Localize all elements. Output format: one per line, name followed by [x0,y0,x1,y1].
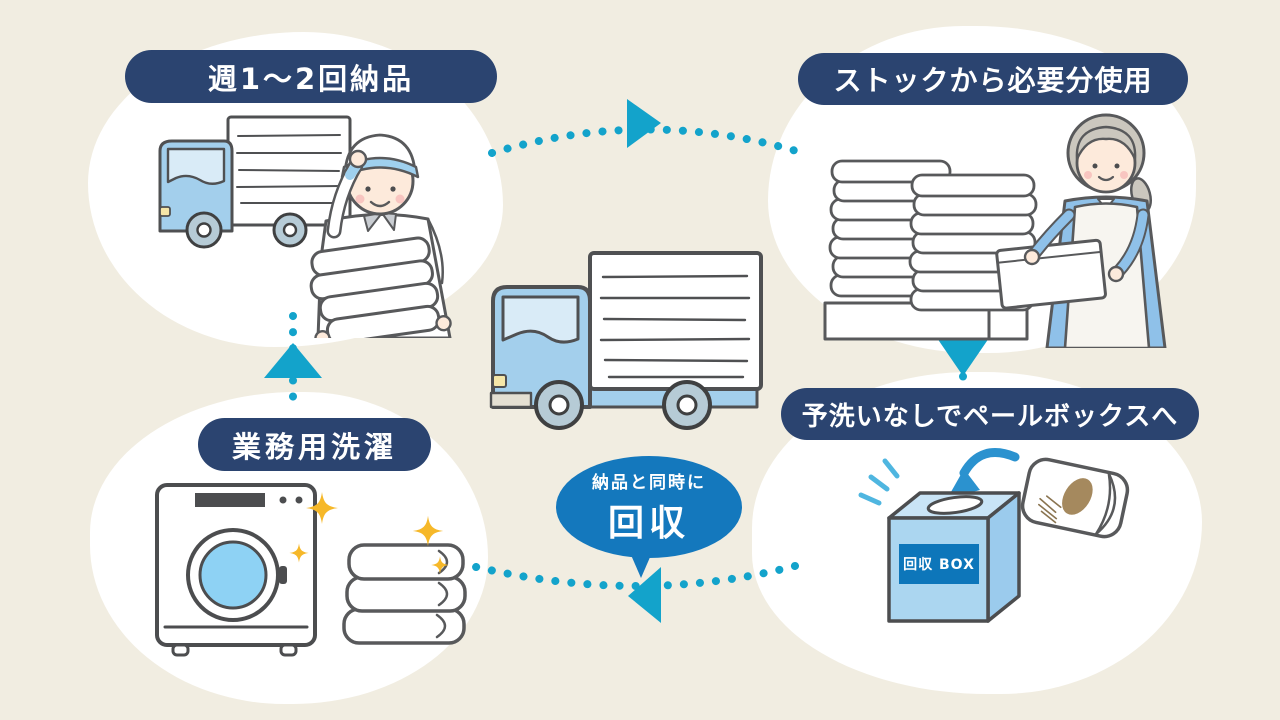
step-label-laundry: 業務用洗濯 [198,418,431,471]
sparkle-icon [289,492,449,574]
small-truck-icon [158,115,352,249]
center-truck-icon [489,251,763,430]
emphasis-lines-icon [858,458,900,506]
laundry-scene-icon [155,483,467,657]
dirty-towel-icon [1020,457,1130,539]
arrow-up-icon [264,343,322,378]
washing-machine-icon [155,483,317,657]
step-label-stock-use: ストックから必要分使用 [798,53,1188,105]
step-label-delivery: 週1〜2回納品 [125,50,497,103]
delivery-scene-icon [158,115,452,338]
collection-bubble: 納品と同時に 回収 [556,456,742,558]
delivery-person-icon [309,133,452,338]
collection-box-icon: 回収 BOX [887,491,1021,623]
arrow-right-icon [627,99,661,148]
bubble-line2: 回収 [607,503,690,544]
held-towel-stack-icon [309,236,452,338]
stock-scene-icon [823,113,1167,348]
clean-towel-stack-icon [342,543,467,645]
staff-person-icon [995,113,1167,348]
collection-box-label: 回収 BOX [903,556,975,573]
bubble-line1: 納品と同時に [592,473,706,493]
dotted-arc-top [488,125,807,157]
step-label-pail-box: 予洗いなしでペールボックスへ [781,388,1199,440]
pailbox-scene-icon: 回収 BOX [858,448,1130,623]
